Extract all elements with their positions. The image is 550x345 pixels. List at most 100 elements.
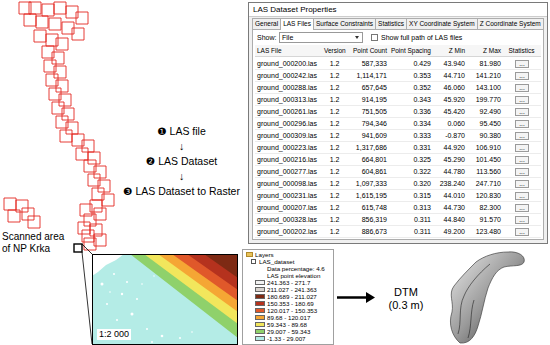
table-cell: 0.353 xyxy=(389,70,433,82)
table-cell: 1.2 xyxy=(323,94,347,106)
column-header: Statistics xyxy=(503,45,541,56)
file-name-cell: ground_000277.las xyxy=(256,166,323,178)
flow-arrow-glyph: ↓ xyxy=(116,139,247,153)
table-cell: 1,317,686 xyxy=(347,142,389,154)
file-name-cell: ground_000098.las xyxy=(256,178,323,190)
table-cell: 941,609 xyxy=(347,130,389,142)
legend-swatch xyxy=(255,294,265,299)
tab: Statistics xyxy=(375,18,407,29)
stats-button: ... xyxy=(515,72,529,80)
table-cell: 0.311 xyxy=(389,214,433,226)
table-cell: 1.2 xyxy=(323,154,347,166)
table-cell: 1.2 xyxy=(323,58,347,70)
table-cell: 1.2 xyxy=(323,190,347,202)
legend-text: 59.343 - 89.68 xyxy=(267,321,331,328)
dropdown-value: File xyxy=(282,32,293,43)
tab: XY Coordinate System xyxy=(406,18,478,29)
table-cell: 44.710 xyxy=(433,70,467,82)
legend-row: 150.353 - 180.69 xyxy=(245,300,331,307)
stats-button: ... xyxy=(515,156,529,164)
table-cell: 1.2 xyxy=(323,226,347,238)
table-cell: 92.490 xyxy=(467,106,503,118)
flow-arrow-glyph: ↓ xyxy=(116,169,247,183)
dialog-title: LAS Dataset Properties xyxy=(249,3,547,17)
table-cell: 664,801 xyxy=(347,154,389,166)
layers-panel: LayersLAS_datasetData percentage: 4.6LAS… xyxy=(242,249,334,345)
table-cell: 1.2 xyxy=(323,202,347,214)
table-cell: 44.920 xyxy=(433,142,467,154)
file-name-cell: ground_000202.las xyxy=(256,226,323,238)
table-cell: 1.2 xyxy=(323,178,347,190)
dtm-shape xyxy=(438,248,530,345)
table-cell: 44.010 xyxy=(433,190,467,202)
table-cell: 45.920 xyxy=(433,94,467,106)
table-cell: 113.560 xyxy=(467,166,503,178)
legend-row: 89.68 - 120.017 xyxy=(245,314,331,321)
table-cell: 615,748 xyxy=(347,202,389,214)
legend-row: 120.017 - 150.353 xyxy=(245,307,331,314)
stats-button: ... xyxy=(515,168,529,176)
stats-button: ... xyxy=(515,120,529,128)
file-name-cell: ground_000296.las xyxy=(256,118,323,130)
table-cell: 82.300 xyxy=(467,202,503,214)
table-cell: 141.210 xyxy=(467,70,503,82)
table-cell: -0.870 xyxy=(433,130,467,142)
legend-row: 241.363 - 271.7 xyxy=(245,279,331,286)
legend-text: 180.689 - 211.027 xyxy=(267,293,331,300)
legend-text: 89.68 - 120.017 xyxy=(267,314,331,321)
table-cell: 44.730 xyxy=(433,202,467,214)
table-cell: 1.2 xyxy=(323,142,347,154)
file-name-cell: ground_000313.las xyxy=(256,94,323,106)
table-cell: 1,097,333 xyxy=(347,178,389,190)
table-cell: 44.840 xyxy=(433,214,467,226)
table-cell: 1.2 xyxy=(323,130,347,142)
table-cell: 1.2 xyxy=(323,118,347,130)
table-cell: 199.770 xyxy=(467,94,503,106)
legend-text: 211.027 - 241.363 xyxy=(267,286,331,293)
stats-button: ... xyxy=(515,216,529,224)
table-cell: 1.2 xyxy=(323,166,347,178)
legend-text: 150.353 - 180.69 xyxy=(267,300,331,307)
dtm-figure: DTM (0.3 m) xyxy=(378,250,528,345)
table-cell: 91.570 xyxy=(467,214,503,226)
legend-row: 211.027 - 241.363 xyxy=(245,286,331,293)
checkbox xyxy=(371,34,378,41)
scan-tiles xyxy=(4,2,114,250)
focus-square xyxy=(74,244,82,252)
table-cell: 0.315 xyxy=(389,190,433,202)
table-cell: 1.2 xyxy=(323,106,347,118)
table-cell: 0.334 xyxy=(389,118,433,130)
area-label: Scanned area of NP Krka xyxy=(2,231,66,255)
legend-swatch xyxy=(255,322,265,327)
legend-swatch xyxy=(255,336,265,341)
table-cell: 0.429 xyxy=(389,58,433,70)
table-cell: 1,615,195 xyxy=(347,190,389,202)
legend-row: 59.343 - 89.68 xyxy=(245,321,331,328)
table-cell: 101.450 xyxy=(467,154,503,166)
table-cell: 914,195 xyxy=(347,94,389,106)
legend-swatch xyxy=(255,287,265,292)
step-label: ❶ LAS file xyxy=(116,124,247,138)
column-header: Z Min xyxy=(433,45,467,56)
legend-row: 180.689 - 211.027 xyxy=(245,293,331,300)
scale-label: 1:2 000 xyxy=(97,329,131,340)
stats-button: ... xyxy=(515,204,529,212)
table-cell: 0.331 xyxy=(389,142,433,154)
field-label: Show: xyxy=(257,32,276,43)
stats-button: ... xyxy=(515,144,529,152)
file-name-cell: ground_000207.las xyxy=(256,202,323,214)
table-cell: 0.060 xyxy=(433,118,467,130)
table-cell: 1.2 xyxy=(323,70,347,82)
table-cell: 143.100 xyxy=(467,82,503,94)
table-cell: 0.311 xyxy=(389,226,433,238)
file-name-cell: ground_000242.las xyxy=(256,70,323,82)
column-header: Z Max xyxy=(467,45,503,56)
legend-swatch xyxy=(255,315,265,320)
table-cell: 1.2 xyxy=(323,82,347,94)
table-cell: 1.2 xyxy=(323,214,347,226)
table-cell: 46.060 xyxy=(433,82,467,94)
stats-button: ... xyxy=(515,108,529,116)
table-cell: 0.325 xyxy=(389,154,433,166)
legend-text: -1.33 - 29.007 xyxy=(267,335,331,342)
stats-button: ... xyxy=(515,60,529,68)
